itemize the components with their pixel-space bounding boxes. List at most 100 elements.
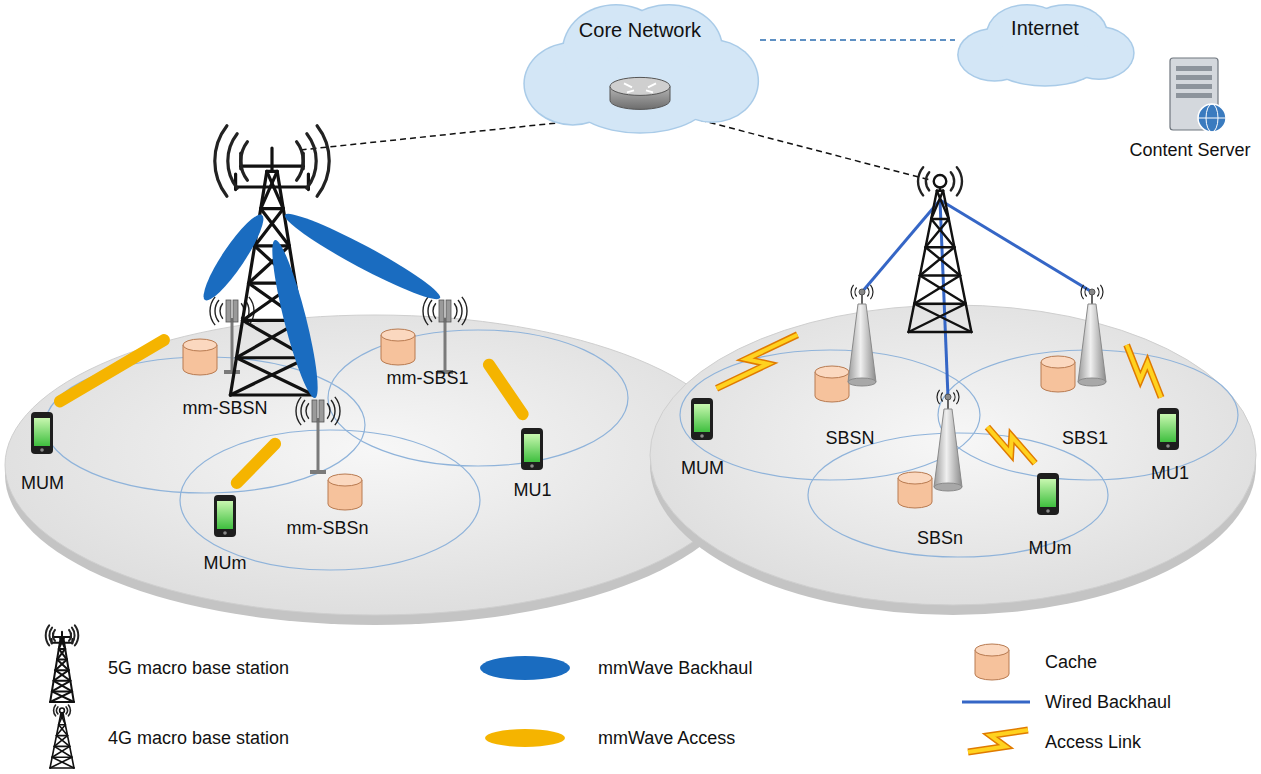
radio-wave — [57, 707, 58, 714]
phone-body — [31, 412, 53, 454]
device-node: SBSn — [895, 385, 985, 550]
router-arrow — [648, 83, 656, 87]
radio-wave — [69, 630, 71, 641]
antenna-panel — [439, 300, 444, 322]
antenna-panel — [226, 300, 231, 322]
device-node: MUM — [675, 390, 730, 480]
scene — [5, 58, 1256, 625]
node-label: MUm — [204, 552, 247, 574]
ground-disk — [5, 315, 745, 615]
tower-brace — [926, 247, 961, 275]
tower-rung — [926, 246, 955, 248]
radio-wave — [72, 628, 75, 643]
router-arrow — [646, 90, 653, 92]
radio-wave — [327, 403, 330, 418]
dashed-link — [300, 120, 585, 150]
antenna-base — [224, 370, 240, 374]
radio-wave — [66, 707, 67, 714]
legend-swatch-box — [478, 654, 572, 682]
radio-wave — [851, 285, 854, 299]
radio-wave — [462, 297, 467, 325]
device-node: mm-SBSn — [280, 395, 375, 540]
cell-boundary — [680, 350, 980, 480]
tower-leg — [943, 191, 971, 332]
tower-brace — [937, 191, 949, 219]
tower-brace — [59, 714, 64, 725]
tower-brace — [261, 171, 277, 208]
legend-swatch — [485, 729, 565, 747]
radio-wave — [49, 628, 52, 643]
radio-wave — [54, 705, 56, 716]
access-link-outline — [987, 427, 1035, 463]
connector-group — [1127, 345, 1161, 398]
cache-top — [381, 329, 415, 341]
tower-brace — [54, 736, 67, 747]
node-label: Content Server — [1129, 139, 1250, 161]
router-arrow — [624, 83, 632, 87]
node-label: SBS1 — [1062, 427, 1108, 449]
radio-wave — [953, 393, 955, 402]
antenna-pole — [444, 318, 447, 372]
radio-wave — [956, 390, 959, 404]
node-label: SBSn — [917, 527, 963, 549]
device-node: mm-SBSN — [170, 290, 280, 420]
connector-group — [489, 365, 523, 415]
legend-label: mmWave Backhaul — [598, 657, 752, 679]
tower-brace — [50, 691, 72, 702]
tower-platform — [241, 165, 303, 168]
radio-wave — [926, 172, 929, 190]
legend-wire — [962, 701, 1030, 704]
cache-top — [898, 472, 932, 484]
antenna-panel — [312, 400, 317, 422]
tower-brace — [54, 670, 69, 681]
legend-icons — [46, 625, 1030, 768]
cache-top — [815, 366, 849, 378]
tower-brace — [50, 757, 72, 768]
device-node: SBSN — [800, 285, 900, 450]
legend-label: 4G macro base station — [108, 727, 289, 749]
tower-top — [934, 175, 947, 188]
radio-wave — [215, 300, 219, 322]
node-label: MUm — [1029, 537, 1072, 559]
tower-platform — [236, 185, 309, 188]
phone-screen — [694, 404, 710, 432]
cloud-shape — [955, 2, 1135, 87]
device-node: SBS1 — [1045, 285, 1125, 450]
tower-rung — [914, 303, 965, 305]
node-label: Internet — [1011, 16, 1079, 40]
tower-brace — [920, 247, 955, 275]
tower-rung — [255, 244, 290, 247]
globe — [1198, 104, 1226, 132]
server-bay — [1176, 75, 1212, 80]
tower-rung — [261, 207, 284, 210]
connector-group — [237, 444, 275, 483]
legend-bolt-outline — [968, 730, 1028, 752]
radio-wave — [870, 285, 873, 299]
base-station-body — [848, 304, 876, 382]
phone-button — [1166, 444, 1170, 448]
radio-wave — [867, 288, 869, 297]
antenna-base — [310, 470, 326, 474]
radio-wave — [68, 705, 70, 716]
base-station-foot — [1078, 378, 1106, 386]
tower-brace — [920, 275, 966, 303]
radio-wave — [957, 167, 962, 195]
phone-screen — [1040, 479, 1056, 507]
tower-brace — [57, 649, 65, 660]
wired-backhaul — [862, 200, 940, 292]
antenna-panel — [319, 400, 324, 422]
tower-rung — [50, 767, 74, 769]
phone-button — [40, 448, 44, 452]
radio-wave — [941, 393, 943, 402]
cloud-node: Internet — [955, 2, 1135, 87]
macro-tower-5g — [46, 625, 79, 702]
server-bay — [1176, 93, 1212, 98]
node-label: Core Network — [579, 18, 701, 42]
legend-swatch-box — [483, 727, 567, 749]
radio-wave — [454, 303, 457, 318]
tower-brace — [57, 660, 69, 671]
connector-group — [717, 335, 798, 389]
mmwave-access-link — [60, 340, 164, 401]
node-label: MUM — [681, 457, 724, 479]
tower-brace — [230, 358, 307, 395]
